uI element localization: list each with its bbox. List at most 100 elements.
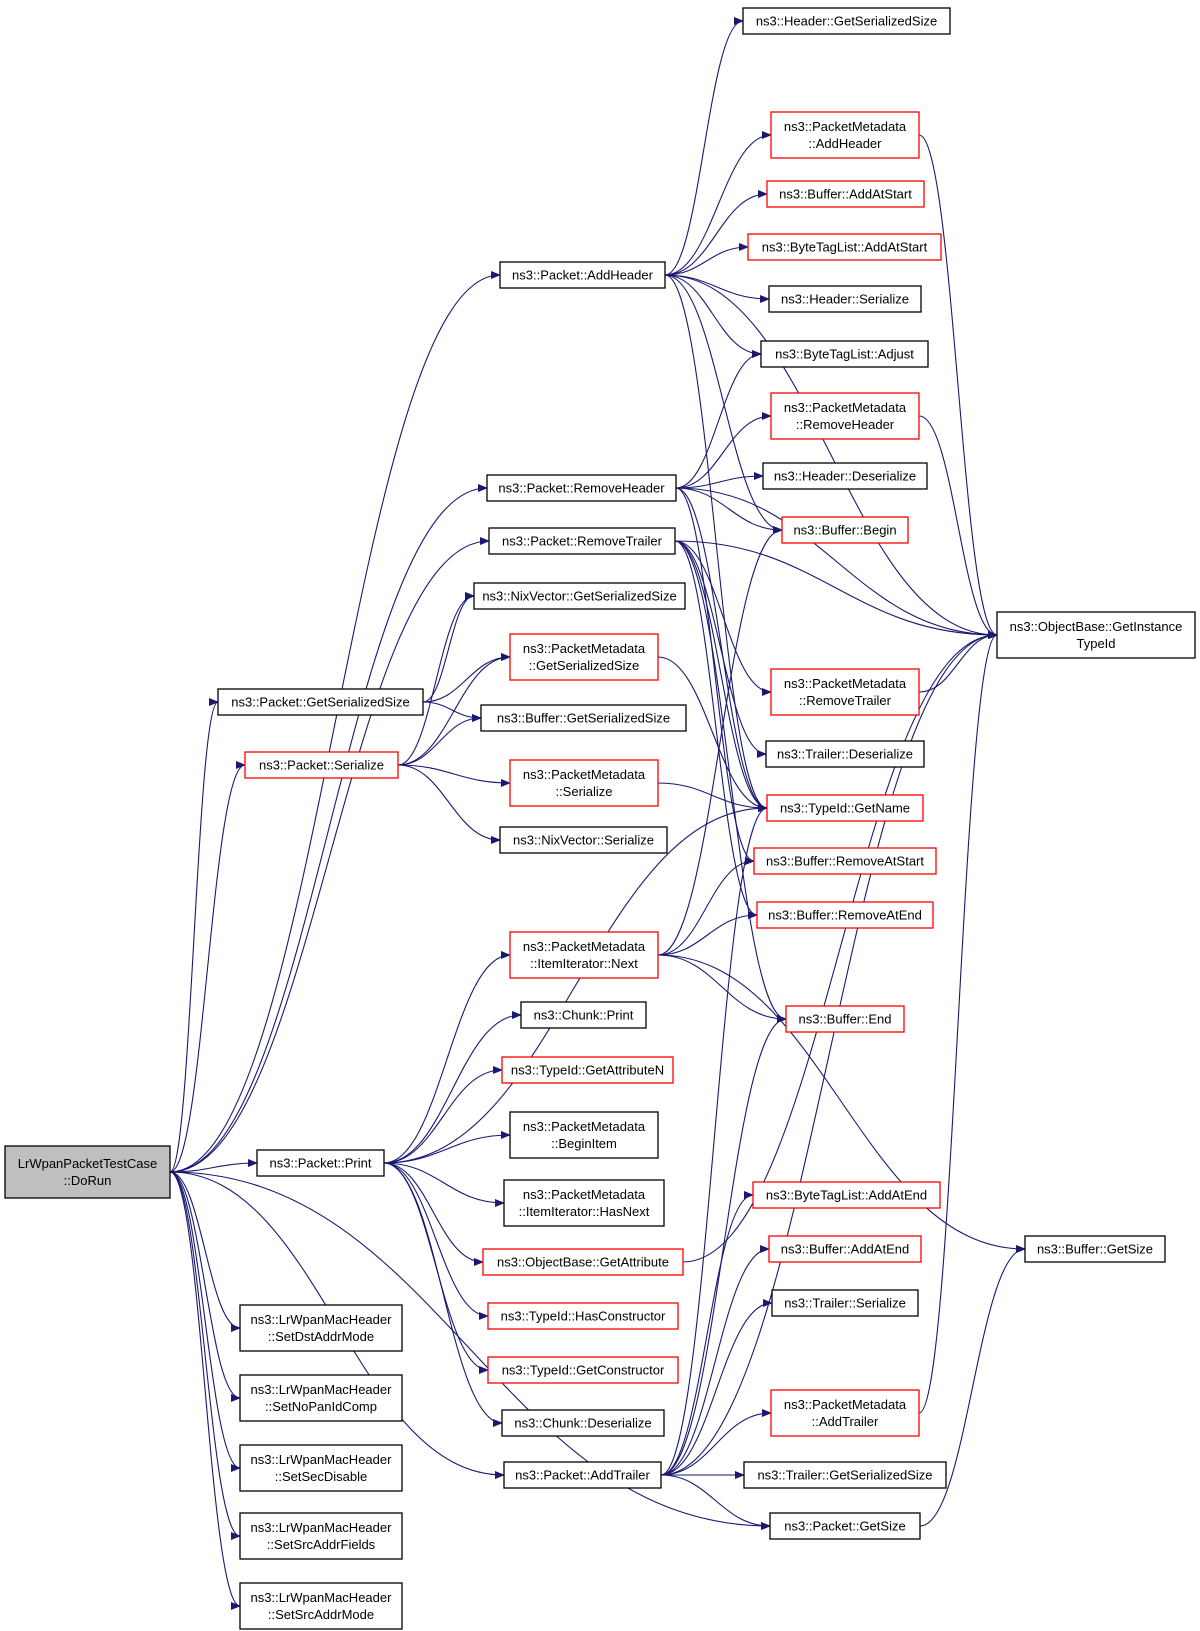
node-setsrcmode[interactable]: ns3::LrWpanMacHeader::SetSrcAddrMode: [239, 1582, 403, 1630]
node-nixgss[interactable]: ns3::NixVector::GetSerializedSize: [473, 582, 686, 610]
node-setsrcfields[interactable]: ns3::LrWpanMacHeader::SetSrcAddrFields: [239, 1512, 403, 1560]
node-bufremend[interactable]: ns3::Buffer::RemoveAtEnd: [756, 901, 934, 929]
node-box[interactable]: [256, 1149, 385, 1177]
node-btladdatend[interactable]: ns3::ByteTagList::AddAtEnd: [752, 1181, 941, 1209]
node-box[interactable]: [217, 688, 424, 716]
node-pmbeginitem[interactable]: ns3::PacketMetadata::BeginItem: [509, 1111, 659, 1159]
node-hasctor[interactable]: ns3::TypeId::HasConstructor: [487, 1302, 679, 1330]
node-serialize[interactable]: ns3::Packet::Serialize: [244, 751, 399, 779]
node-box[interactable]: [762, 462, 928, 490]
node-getctor[interactable]: ns3::TypeId::GetConstructor: [487, 1356, 679, 1384]
node-pmaddheader[interactable]: ns3::PacketMetadata::AddHeader: [770, 111, 920, 159]
node-box[interactable]: [747, 233, 942, 261]
node-box[interactable]: [4, 1145, 171, 1199]
node-box[interactable]: [743, 1461, 947, 1489]
node-box[interactable]: [520, 1001, 647, 1029]
node-root[interactable]: LrWpanPacketTestCase::DoRun: [4, 1145, 171, 1199]
node-trlgss[interactable]: ns3::Trailer::GetSerializedSize: [743, 1461, 947, 1489]
node-obgetattr[interactable]: ns3::ObjectBase::GetAttribute: [482, 1248, 684, 1276]
node-bufgetsize[interactable]: ns3::Buffer::GetSize: [1024, 1235, 1166, 1263]
node-box[interactable]: [239, 1374, 403, 1422]
node-pmaddtrailer[interactable]: ns3::PacketMetadata::AddTrailer: [770, 1389, 920, 1437]
node-addtrailer[interactable]: ns3::Packet::AddTrailer: [503, 1461, 662, 1489]
node-box[interactable]: [770, 1389, 920, 1437]
node-box[interactable]: [482, 1248, 684, 1276]
node-pmgss[interactable]: ns3::PacketMetadata::GetSerializedSize: [509, 633, 659, 681]
node-box[interactable]: [486, 474, 677, 502]
node-box[interactable]: [509, 633, 659, 681]
node-tidgetname[interactable]: ns3::TypeId::GetName: [766, 794, 924, 822]
node-getattrn[interactable]: ns3::TypeId::GetAttributeN: [501, 1056, 674, 1084]
node-print[interactable]: ns3::Packet::Print: [256, 1149, 385, 1177]
node-box[interactable]: [781, 516, 909, 544]
node-box[interactable]: [768, 285, 922, 313]
node-nixser[interactable]: ns3::NixVector::Serialize: [499, 826, 668, 854]
node-box[interactable]: [770, 392, 920, 440]
node-box[interactable]: [760, 340, 929, 368]
node-box[interactable]: [768, 1235, 922, 1263]
node-bufremstart[interactable]: ns3::Buffer::RemoveAtStart: [753, 847, 937, 875]
node-removeheader[interactable]: ns3::Packet::RemoveHeader: [486, 474, 677, 502]
node-chunkdeser[interactable]: ns3::Chunk::Deserialize: [501, 1409, 665, 1437]
node-box[interactable]: [765, 740, 925, 768]
node-addheader[interactable]: ns3::Packet::AddHeader: [499, 261, 666, 289]
node-box[interactable]: [503, 1461, 662, 1489]
node-pmremovetrailer[interactable]: ns3::PacketMetadata::RemoveTrailer: [770, 668, 920, 716]
node-box[interactable]: [509, 1111, 659, 1159]
node-box[interactable]: [770, 668, 920, 716]
node-box[interactable]: [239, 1444, 403, 1492]
node-box[interactable]: [509, 931, 659, 979]
node-box[interactable]: [770, 111, 920, 159]
node-setdst[interactable]: ns3::LrWpanMacHeader::SetDstAddrMode: [239, 1304, 403, 1352]
node-box[interactable]: [499, 261, 666, 289]
node-box[interactable]: [766, 794, 924, 822]
node-bufbegin[interactable]: ns3::Buffer::Begin: [781, 516, 909, 544]
node-btladdatstart[interactable]: ns3::ByteTagList::AddAtStart: [747, 233, 942, 261]
node-pmnext[interactable]: ns3::PacketMetadata::ItemIterator::Next: [509, 931, 659, 979]
node-box[interactable]: [239, 1582, 403, 1630]
node-hdrgss[interactable]: ns3::Header::GetSerializedSize: [742, 7, 951, 35]
node-box[interactable]: [742, 7, 951, 35]
node-box[interactable]: [766, 180, 925, 208]
node-box[interactable]: [480, 704, 687, 732]
node-setsec[interactable]: ns3::LrWpanMacHeader::SetSecDisable: [239, 1444, 403, 1492]
node-pmser[interactable]: ns3::PacketMetadata::Serialize: [509, 759, 659, 807]
node-chunkprint[interactable]: ns3::Chunk::Print: [520, 1001, 647, 1029]
node-box[interactable]: [752, 1181, 941, 1209]
node-trldeser[interactable]: ns3::Trailer::Deserialize: [765, 740, 925, 768]
node-box[interactable]: [244, 751, 399, 779]
node-box[interactable]: [499, 826, 668, 854]
node-removetrailer[interactable]: ns3::Packet::RemoveTrailer: [488, 527, 676, 555]
node-box[interactable]: [487, 1356, 679, 1384]
node-box[interactable]: [488, 527, 676, 555]
node-box[interactable]: [996, 611, 1196, 659]
node-box[interactable]: [769, 1512, 921, 1540]
node-hdrser[interactable]: ns3::Header::Serialize: [768, 285, 922, 313]
node-hdrdeser[interactable]: ns3::Header::Deserialize: [762, 462, 928, 490]
node-box[interactable]: [1024, 1235, 1166, 1263]
node-box[interactable]: [756, 901, 934, 929]
node-bufend[interactable]: ns3::Buffer::End: [785, 1005, 905, 1033]
node-box[interactable]: [503, 1179, 665, 1227]
node-bufgss[interactable]: ns3::Buffer::GetSerializedSize: [480, 704, 687, 732]
node-bufaddatstart[interactable]: ns3::Buffer::AddAtStart: [766, 180, 925, 208]
node-box[interactable]: [239, 1512, 403, 1560]
node-setnopan[interactable]: ns3::LrWpanMacHeader::SetNoPanIdComp: [239, 1374, 403, 1422]
node-pmhasnext[interactable]: ns3::PacketMetadata::ItemIterator::HasNe…: [503, 1179, 665, 1227]
node-box[interactable]: [487, 1302, 679, 1330]
node-box[interactable]: [771, 1289, 919, 1317]
node-box[interactable]: [501, 1409, 665, 1437]
node-box[interactable]: [509, 759, 659, 807]
node-bufaddatend[interactable]: ns3::Buffer::AddAtEnd: [768, 1235, 922, 1263]
node-pmremoveheader[interactable]: ns3::PacketMetadata::RemoveHeader: [770, 392, 920, 440]
node-box[interactable]: [501, 1056, 674, 1084]
node-box[interactable]: [239, 1304, 403, 1352]
node-box[interactable]: [753, 847, 937, 875]
node-pktgetsize[interactable]: ns3::Packet::GetSize: [769, 1512, 921, 1540]
node-box[interactable]: [785, 1005, 905, 1033]
node-getserializedsize[interactable]: ns3::Packet::GetSerializedSize: [217, 688, 424, 716]
node-trlser[interactable]: ns3::Trailer::Serialize: [771, 1289, 919, 1317]
node-btladjust[interactable]: ns3::ByteTagList::Adjust: [760, 340, 929, 368]
node-box[interactable]: [473, 582, 686, 610]
